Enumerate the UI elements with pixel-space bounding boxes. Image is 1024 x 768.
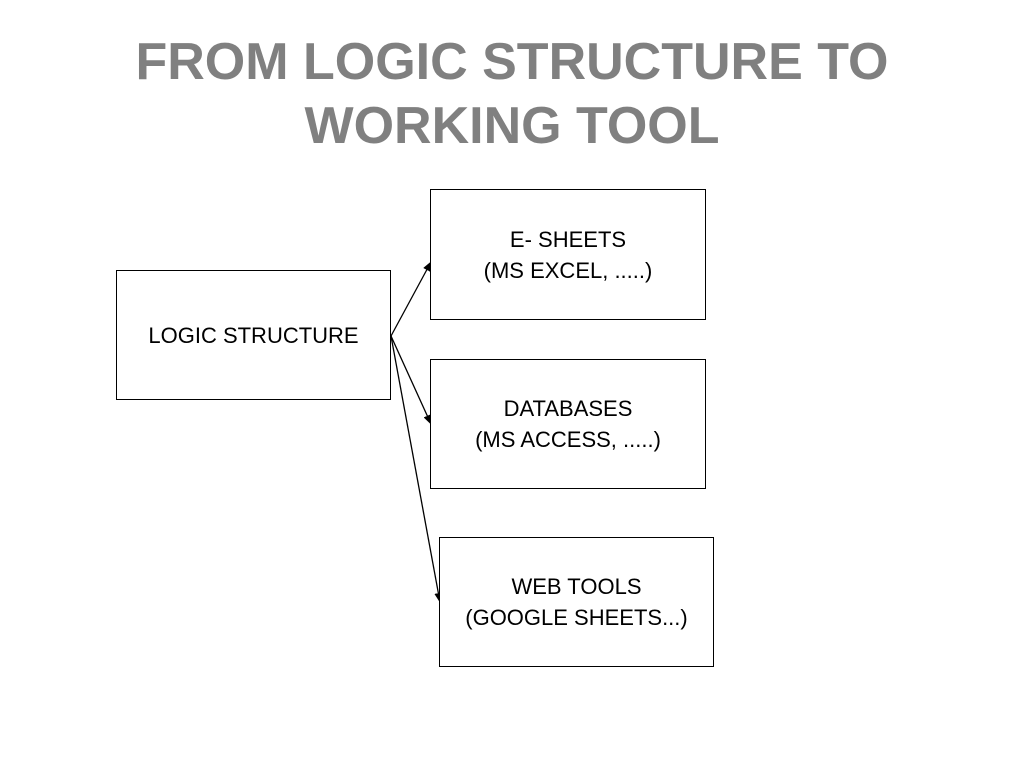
databases-box: DATABASES (MS ACCESS, .....) [430, 359, 706, 489]
arrow-to-databases [390, 335, 432, 425]
e-sheets-label: E- SHEETS [509, 226, 627, 252]
arrow-to-e-sheets [390, 261, 432, 337]
logic-structure-box: LOGIC STRUCTURE [116, 270, 391, 400]
slide-title-line-2: WORKING TOOL [304, 97, 720, 155]
databases-label: DATABASES [503, 396, 633, 421]
e-sheets-box: E- SHEETS (MS EXCEL, .....) [430, 189, 706, 320]
web-tools-label: WEB TOOLS [511, 574, 642, 599]
web-tools-box: WEB TOOLS (GOOGLE SHEETS...) [439, 537, 714, 667]
logic-structure-label: LOGIC STRUCTURE [148, 322, 359, 348]
e-sheets-examples: (MS EXCEL, .....) [483, 257, 653, 283]
databases-examples: (MS ACCESS, .....) [475, 427, 661, 452]
slide-title-line-1: FROM LOGIC STRUCTURE TO [135, 33, 889, 91]
slide-title: FROM LOGIC STRUCTURE TO WORKING TOOL [0, 30, 1024, 158]
web-tools-examples: (GOOGLE SHEETS...) [465, 605, 688, 630]
